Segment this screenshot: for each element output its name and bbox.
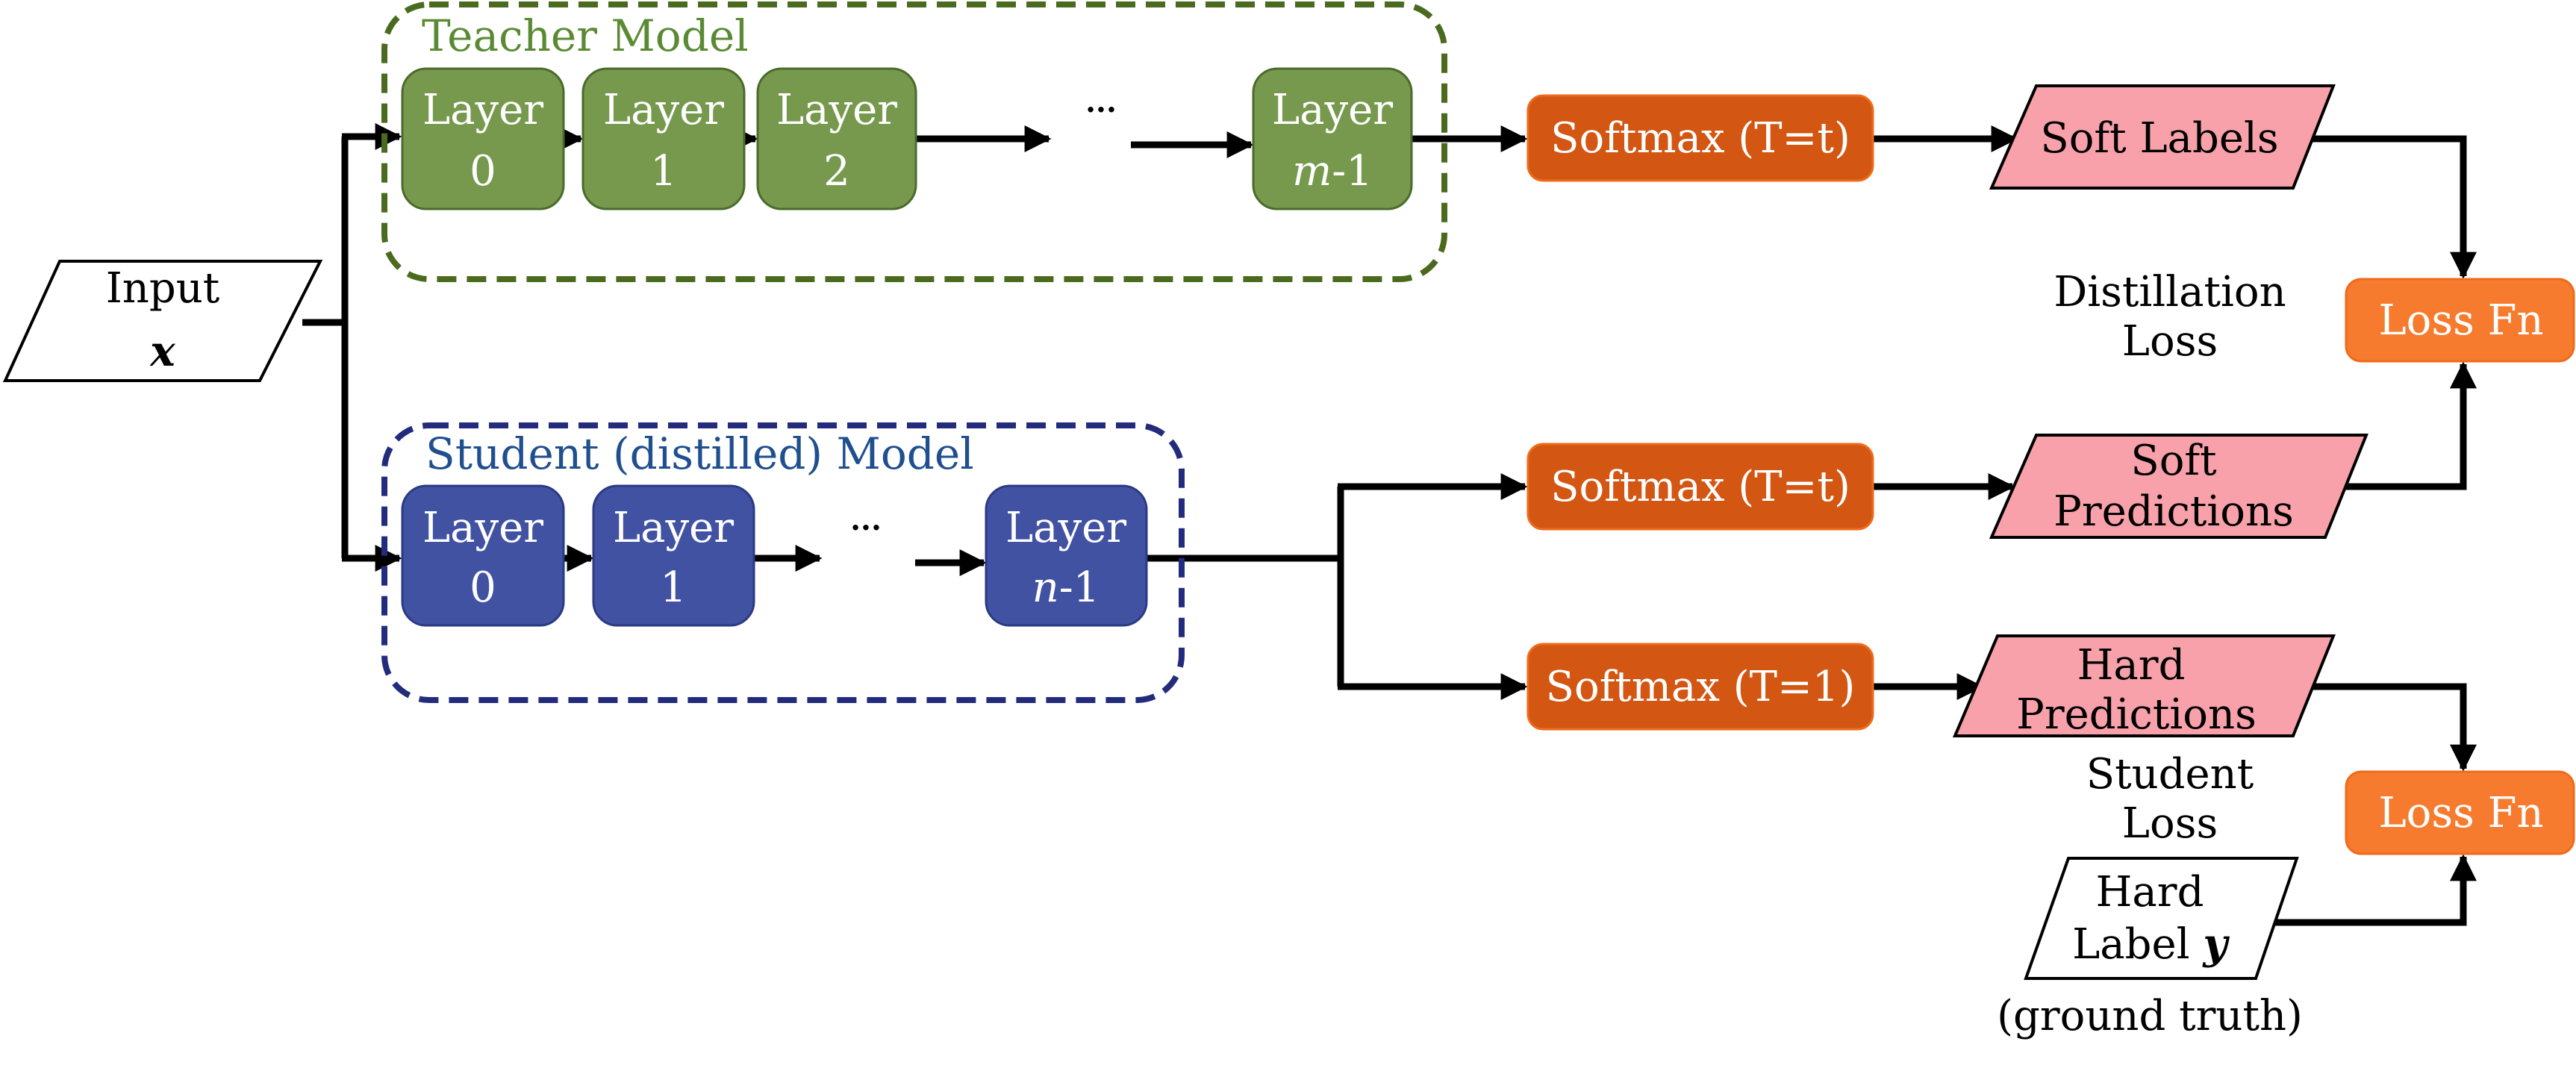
teacher-ellipsis: ... — [1085, 84, 1117, 119]
connector-soft-labels-loss — [2298, 135, 2477, 279]
student-layer-1-index: 1 — [660, 563, 687, 612]
student-loss-label-line2: Loss — [2122, 799, 2218, 848]
softmax-student-hard: Softmax (T=1) — [1526, 643, 1874, 731]
teacher-layer-1: Layer 1 — [581, 67, 746, 210]
distillation-loss-label-line1: Distillation — [2053, 268, 2286, 316]
teacher-layer-1-index: 1 — [650, 147, 677, 196]
teacher-layer-m-1-label: Layer — [1272, 86, 1393, 134]
softmax-student-soft: Softmax (T=t) — [1526, 443, 1874, 531]
input-parallelogram — [2, 260, 323, 382]
hard-label-line1: Hard — [2096, 868, 2204, 916]
teacher-layer-1-label: Layer — [603, 86, 724, 134]
student-model-group: Student (distilled) Model Layer 0 Layer … — [381, 422, 1185, 703]
softmax-teacher: Softmax (T=t) — [1526, 94, 1874, 182]
connector-soft-predictions-loss — [2329, 361, 2477, 490]
soft-predictions-line2: Predictions — [2053, 487, 2294, 536]
hard-label-line2: Label y — [2072, 919, 2230, 969]
teacher-model-group: Teacher Model Layer 0 Layer 1 Layer 2 ..… — [381, 1, 1447, 282]
teacher-layer-m-1: Layer m-1 — [1252, 67, 1413, 210]
softmax-teacher-label: Softmax (T=t) — [1550, 114, 1850, 163]
connectors — [302, 123, 2477, 926]
input-label: Input — [106, 264, 220, 313]
teacher-layer-2-label: Layer — [776, 86, 897, 134]
teacher-model-title: Teacher Model — [422, 10, 749, 61]
soft-labels-label: Soft Labels — [2040, 114, 2278, 163]
student-layer-1: Layer 1 — [592, 484, 755, 627]
hard-predictions-line2: Predictions — [2016, 690, 2257, 739]
connector-hard-label-loss — [2269, 854, 2477, 926]
student-layer-n-1: Layer n-1 — [985, 484, 1148, 627]
input-variable: x — [149, 327, 175, 376]
student-layer-1-label: Layer — [613, 504, 734, 552]
student-loss-label-line1: Student — [2086, 750, 2254, 799]
loss-fn-student-label: Loss Fn — [2378, 789, 2543, 837]
loss-fn-distillation-label: Loss Fn — [2378, 296, 2543, 345]
student-layer-0-label: Layer — [422, 504, 543, 552]
teacher-layer-2: Layer 2 — [756, 67, 917, 210]
student-layer-0-index: 0 — [470, 563, 496, 612]
loss-fn-student: Loss Fn — [2345, 770, 2575, 855]
student-model-boundary — [381, 422, 1185, 703]
ground-truth-label: (ground truth) — [1997, 992, 2303, 1040]
teacher-model-boundary — [381, 1, 1447, 282]
student-layer-0: Layer 0 — [401, 484, 565, 627]
soft-predictions-node: Soft Predictions — [1989, 434, 2368, 539]
input-node: Input x — [2, 260, 323, 382]
teacher-layer-m-1-index: m-1 — [1292, 147, 1373, 196]
soft-predictions-line1: Soft — [2130, 437, 2217, 485]
teacher-layer-2-index: 2 — [823, 147, 850, 196]
soft-labels-node: Soft Labels — [1989, 84, 2336, 190]
student-model-title: Student (distilled) Model — [425, 428, 974, 479]
teacher-layer-0-label: Layer — [422, 86, 543, 134]
student-layer-n-1-label: Layer — [1005, 504, 1126, 552]
connector-hard-predictions-loss — [2299, 683, 2477, 772]
hard-label-node: Hard Label y — [2024, 857, 2299, 980]
softmax-student-soft-label: Softmax (T=t) — [1550, 463, 1850, 511]
teacher-layer-0: Layer 0 — [401, 67, 565, 210]
distillation-loss-label-line2: Loss — [2122, 317, 2218, 366]
softmax-student-hard-label: Softmax (T=1) — [1546, 663, 1856, 711]
teacher-layer-0-index: 0 — [470, 147, 496, 196]
student-layer-n-1-index: n-1 — [1032, 563, 1100, 612]
student-ellipsis: ... — [850, 502, 882, 537]
hard-predictions-line1: Hard — [2077, 641, 2186, 690]
loss-fn-distillation: Loss Fn — [2345, 278, 2575, 363]
hard-predictions-node: Hard Predictions — [1952, 634, 2336, 739]
